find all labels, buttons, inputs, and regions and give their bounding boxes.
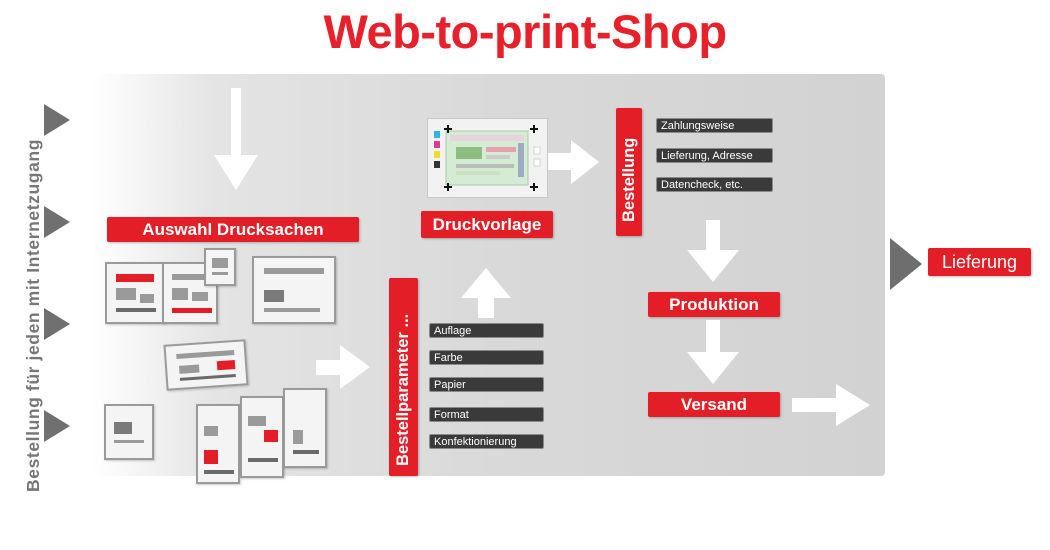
product-card — [204, 248, 236, 286]
page-title: Web-to-print-Shop — [323, 5, 727, 58]
label-produktion: Produktion — [648, 292, 780, 317]
label-versand: Versand — [648, 392, 780, 417]
label-auswahl-drucksachen: Auswahl Drucksachen — [107, 217, 359, 242]
tag-lieferung-adresse: Lieferung, Adresse — [656, 148, 773, 163]
label-bestellparameter: Bestellparameter ... — [389, 278, 418, 476]
product-flyer-1 — [105, 262, 165, 324]
product-poster-1 — [196, 404, 240, 484]
arrow-right-to-params — [316, 345, 370, 389]
tag-farbe: Farbe — [429, 350, 544, 365]
product-brochure — [252, 256, 336, 324]
print-template-graphic — [434, 125, 541, 191]
label-druckvorlage: Druckvorlage — [421, 211, 553, 238]
label-bestellparameter-text: Bestellparameter ... — [394, 313, 412, 466]
arrow-right-to-bestellung — [547, 140, 599, 184]
tag-datencheck: Datencheck, etc. — [656, 177, 773, 192]
arrow-lieferung-gray — [890, 238, 922, 290]
product-poster-3 — [283, 388, 327, 468]
print-template-image — [427, 118, 548, 198]
tag-format: Format — [429, 407, 544, 422]
input-arrow-3 — [44, 308, 70, 340]
tag-zahlungsweise: Zahlungsweise — [656, 118, 773, 133]
tag-papier: Papier — [429, 377, 544, 392]
arrow-down-to-versand — [687, 320, 739, 384]
product-poster-2 — [240, 396, 284, 478]
label-bestellung-text: Bestellung — [620, 137, 638, 222]
label-lieferung: Lieferung — [928, 248, 1031, 276]
tag-konfektionierung: Konfektionierung — [429, 434, 544, 449]
label-bestellung: Bestellung — [616, 108, 642, 236]
input-arrows — [44, 104, 70, 442]
arrow-up-to-druckvorlage — [461, 268, 511, 318]
product-letter — [104, 404, 154, 460]
input-arrow-1 — [44, 104, 70, 136]
input-arrow-2 — [44, 206, 70, 238]
tag-auflage: Auflage — [429, 323, 544, 338]
product-postcard — [163, 339, 249, 391]
arrow-right-out — [792, 384, 870, 426]
arrow-down-to-produktion — [687, 220, 739, 282]
arrow-down-entry — [214, 88, 258, 190]
input-arrow-4 — [44, 410, 70, 442]
